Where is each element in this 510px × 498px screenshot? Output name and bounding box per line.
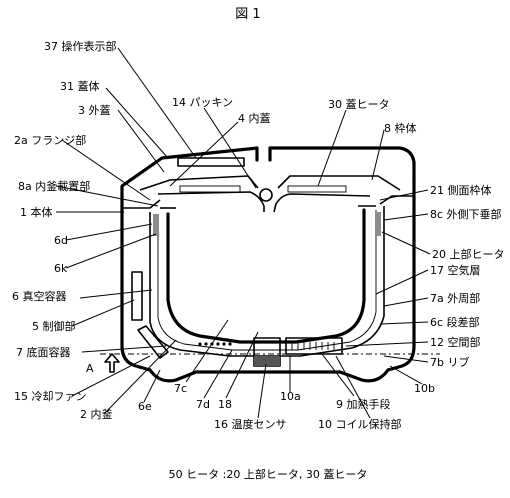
lid-heater-left [179, 185, 241, 193]
label-a: A [86, 362, 94, 375]
label-18: 18 [218, 398, 232, 411]
label-7b: 7b リブ [430, 355, 469, 369]
label-7d: 7d [196, 398, 210, 411]
inner-pot [160, 205, 376, 344]
operation-display-panel [177, 157, 245, 167]
lid-body [120, 146, 416, 213]
packing-seal [259, 188, 273, 202]
label-1: 1 本体 [20, 205, 53, 219]
label-21: 21 側面枠体 [430, 183, 492, 197]
label-8c: 8c 外側下垂部 [430, 207, 502, 221]
label-16: 16 温度センサ [214, 417, 287, 431]
label-10: 10 コイル保持部 [318, 417, 402, 431]
label-10a: 10a [280, 390, 301, 403]
label-2a: 2a フランジ部 [14, 133, 86, 147]
label-17: 17 空気層 [430, 263, 481, 277]
label-6e: 6e [138, 400, 152, 413]
cooling-fan [137, 325, 169, 359]
label-7c: 7c [174, 382, 187, 395]
vacuum-container [149, 206, 385, 357]
lid-heater-right [287, 185, 347, 193]
label-12: 12 空間部 [430, 335, 481, 349]
label-6k: 6k [54, 262, 68, 275]
label-30: 30 蓋ヒータ [328, 98, 390, 111]
label-6c: 6c 段差部 [430, 315, 480, 329]
label-10b: 10b [414, 382, 435, 395]
sensor-base [254, 356, 280, 366]
main-body-shell [120, 178, 416, 383]
label-3: 3 外蓋 [78, 104, 111, 117]
label-14: 14 パッキン [172, 96, 233, 109]
label-6: 6 真空容器 [12, 289, 67, 303]
label-8a: 8a 内釜載置部 [18, 179, 90, 193]
label-6d: 6d [54, 234, 68, 247]
label-5: 5 制御部 [32, 319, 76, 333]
label-2: 2 内釜 [80, 407, 113, 421]
leader-lines [55, 47, 431, 419]
figure-title: 図 1 [235, 7, 260, 22]
label-31: 31 蓋体 [60, 79, 100, 93]
part-labels: 37 操作表示部 31 蓋体 3 外蓋 14 パッキン 4 内蓋 30 蓋ヒータ… [12, 39, 505, 431]
coil-dots-left [198, 342, 232, 346]
label-7a: 7a 外周部 [430, 291, 480, 305]
figure-caption: 50 ヒータ :20 上部ヒータ, 30 蓋ヒータ [169, 467, 368, 481]
label-8: 8 枠体 [384, 121, 417, 135]
section-arrow-a [104, 353, 120, 373]
control-board [131, 271, 143, 321]
label-20: 20 上部ヒータ [432, 247, 505, 261]
label-15: 15 冷却ファン [14, 390, 87, 403]
upper-heater-coils [153, 212, 381, 236]
label-4: 4 内蓋 [238, 111, 271, 125]
label-9: 9 加熱手段 [336, 397, 391, 411]
label-37: 37 操作表示部 [44, 39, 117, 53]
label-7: 7 底面容器 [16, 345, 71, 359]
